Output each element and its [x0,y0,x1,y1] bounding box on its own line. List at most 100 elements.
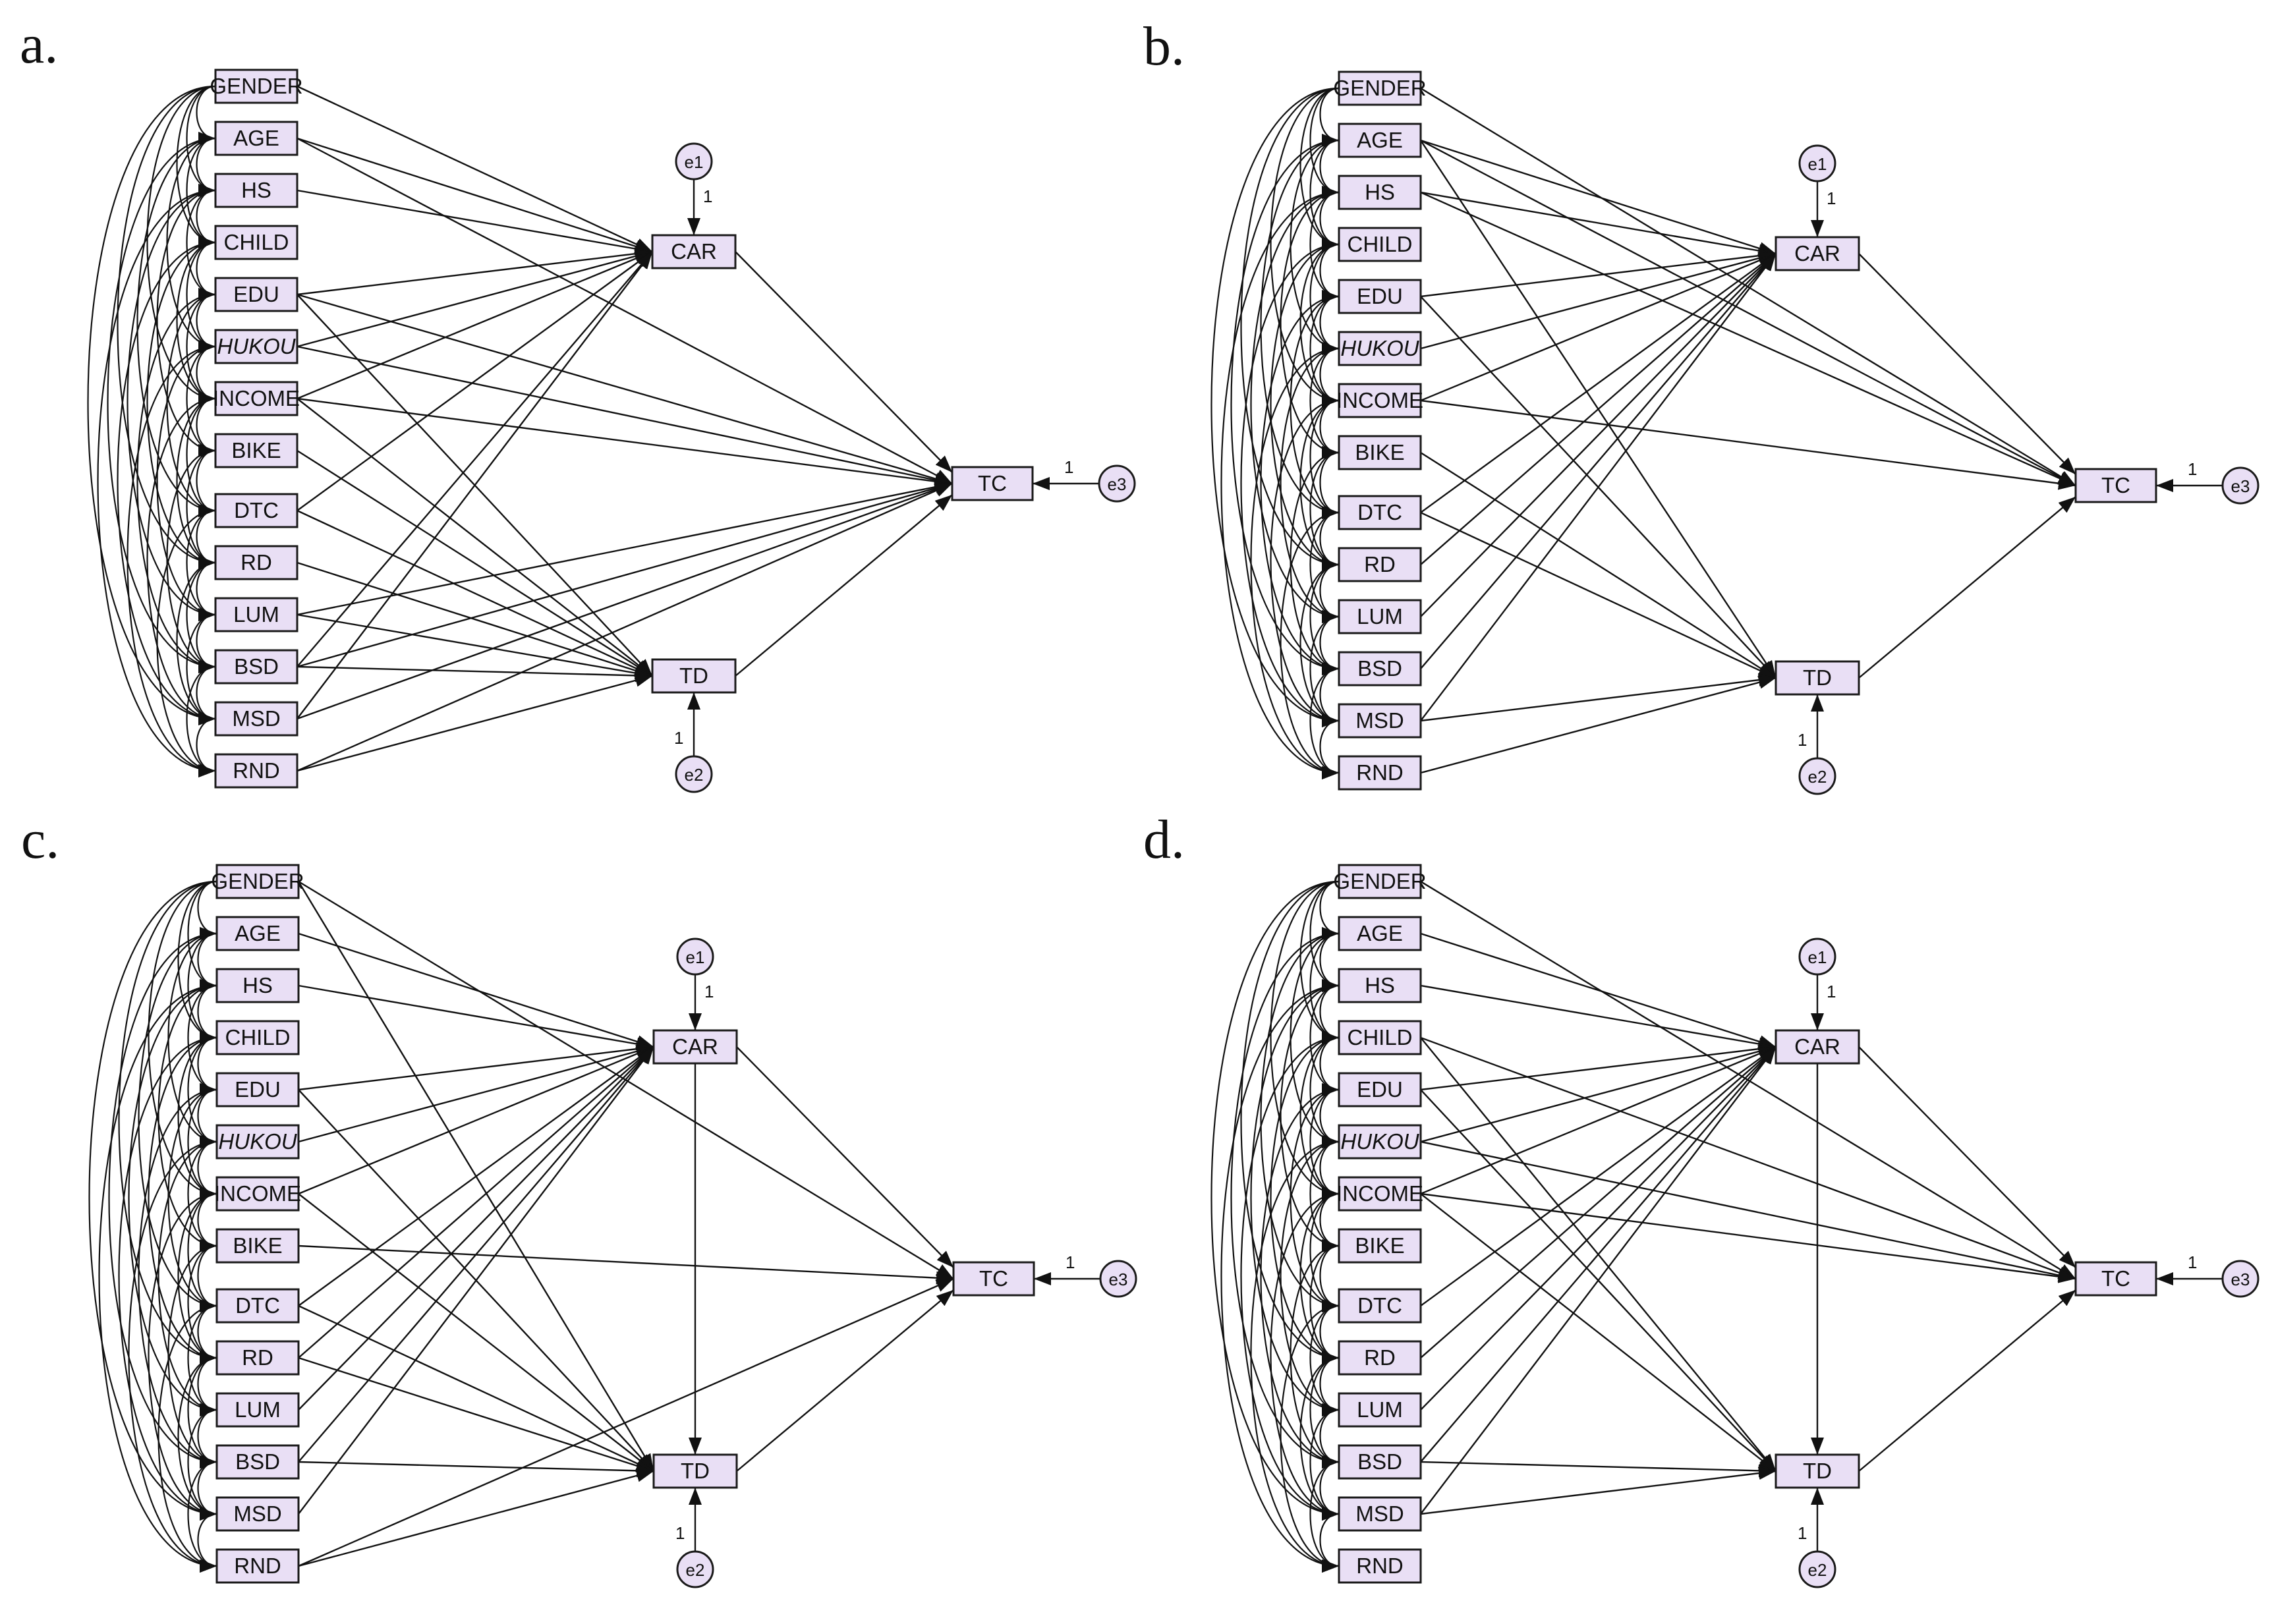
node-label: HS [1365,180,1395,204]
node-box [1338,175,1422,210]
node-rd: RD [214,545,298,580]
node-gender: GENDER [210,69,303,104]
path-gender-to-td [297,881,655,1472]
covariance-dtc-rnd [157,1304,217,1573]
path-bike-to-td [297,449,653,677]
path-lum-to-tc [297,480,953,616]
covariance-dtc-rnd [1280,1304,1340,1573]
error-e3: e3 [2221,466,2260,505]
node-box [214,121,298,156]
node-lum: LUM [214,597,298,632]
node-box [1338,1392,1422,1428]
panel-c-: GENDERAGEHSCHILDEDUHUKOUINCOMEBIKEDTCRDL… [21,809,1137,1588]
node-msd: MSD [1338,703,1422,739]
covariance-hs-lum [1250,191,1340,623]
path-rd-to-car [298,1046,654,1358]
error-label: e3 [2231,476,2250,496]
node-gender: GENDER [1333,70,1427,106]
path-hs-to-car [298,984,654,1051]
path-bsd-to-td [298,1461,654,1478]
path-dtc-to-car [1420,1046,1777,1306]
node-box [1338,227,1422,262]
covariance-age-bsd [107,137,216,673]
node-label: CAR [672,1034,718,1059]
node-rnd: RND [215,1548,300,1584]
node-label: RD [1364,1345,1396,1370]
covariance-bike-dtc [197,1245,217,1312]
node-box [215,968,300,1003]
node-bsd: BSD [215,1444,300,1480]
error-circle [676,938,714,976]
node-label: INCOME [214,1181,301,1206]
node-box [1775,660,1860,696]
covariance-income-msd [1270,399,1340,727]
error-circle [2221,466,2260,505]
node-box [1338,703,1422,739]
covariance-child-msd [117,241,216,725]
path-hukou-to-tc [1420,1140,2076,1282]
node-box [651,234,737,269]
nodes: GENDERAGEHSCHILDEDUHUKOUINCOMEBIKEDTCRDL… [210,69,1136,793]
node-label: TC [978,471,1007,495]
node-label: TD [681,1459,710,1483]
node-box [1338,383,1422,418]
node-label: HS [241,178,271,202]
node-label: DTC [234,498,279,522]
node-label: MSD [1355,708,1404,733]
nodes: GENDERAGEHSCHILDEDUHUKOUINCOMEBIKEDTCRDL… [1333,70,2260,795]
path-hs-to-tc [1420,191,2076,487]
node-label: EDU [233,282,279,306]
covariance-income-rd [176,397,216,569]
covariance-gender-msd [88,880,217,1521]
covariance-gender-msd [1210,87,1340,727]
covariance-child-income [1299,1036,1340,1200]
node-box [215,1072,300,1107]
path-msd-to-td [1420,1467,1777,1515]
node-hs: HS [215,968,300,1003]
node-label: DTC [1357,1293,1402,1318]
covariance-msd-rnd [197,1513,217,1573]
node-box [215,916,300,951]
path-income-to-td [1420,1193,1777,1472]
node-box [1338,864,1422,899]
error-weight-e3: 1 [1064,457,1073,477]
error-e3: e3 [2221,1260,2260,1298]
path-income-to-tc [1420,399,2076,490]
node-box [214,69,298,104]
error-e3: e3 [1099,1260,1137,1298]
covariance-child-rd [148,1036,217,1364]
error-label: e1 [1808,947,1827,967]
path-bike-to-tc [298,1245,954,1285]
node-child: CHILD [1338,227,1422,262]
error-e2: e2 [675,755,713,793]
node-gender: GENDER [211,864,304,899]
error-label: e2 [1808,767,1827,787]
node-label: LUM [1357,604,1403,629]
path-lum-to-car [1420,253,1777,617]
covariance-child-income [1299,243,1340,407]
covariance-hukou-rnd [128,1140,217,1573]
path-lines [297,85,1099,772]
node-label: EDU [235,1077,281,1102]
node-box [652,1029,738,1065]
error-circle [1798,757,1836,795]
path-age-to-car [1420,932,1777,1048]
covariance-income-msd [1270,1192,1340,1521]
node-child: CHILD [1338,1020,1422,1055]
node-box [1338,331,1422,366]
node-income: INCOME [1336,1176,1423,1212]
covariance-gender-rd [1240,880,1340,1364]
node-label: GENDER [1333,869,1426,893]
path-rnd-to-tc [297,482,953,772]
path-age-to-tc [297,137,953,485]
covariance-rd-msd [177,1357,217,1521]
node-label: RND [233,758,280,783]
node-label: EDU [1357,1077,1403,1102]
node-lum: LUM [215,1392,300,1428]
node-box [1338,1124,1422,1160]
covariance-edu-dtc [167,1088,217,1312]
node-label: BIKE [1355,1233,1404,1258]
path-td-to-tc [1858,496,2076,679]
path-age-to-car [297,137,653,253]
node-label: BIKE [233,1233,282,1258]
